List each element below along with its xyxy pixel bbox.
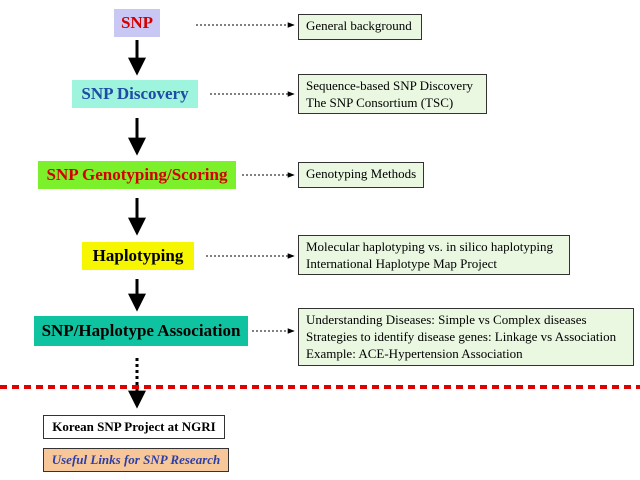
note-line: Strategies to identify disease genes: Li… (306, 329, 617, 344)
note-line: Genotyping Methods (306, 166, 417, 181)
note-genotyping-methods: Genotyping Methods (298, 162, 424, 188)
step-snp-haplotype-association: SNP/Haplotype Association (34, 316, 248, 346)
note-snp-discovery: Sequence-based SNP Discovery The SNP Con… (298, 74, 487, 114)
note-line: Example: ACE-Hypertension Association (306, 346, 523, 361)
step-haplotyping: Haplotyping (82, 242, 194, 270)
korean-snp-project-link[interactable]: Korean SNP Project at NGRI (43, 415, 225, 439)
note-line: The SNP Consortium (TSC) (306, 95, 454, 110)
note-line: Molecular haplotyping vs. in silico hapl… (306, 239, 553, 254)
note-line: International Haplotype Map Project (306, 256, 497, 271)
note-line: Understanding Diseases: Simple vs Comple… (306, 312, 587, 327)
note-general-background: General background (298, 14, 422, 40)
note-association: Understanding Diseases: Simple vs Comple… (298, 308, 634, 366)
note-line: General background (306, 18, 412, 33)
step-snp-genotyping: SNP Genotyping/Scoring (38, 161, 236, 189)
note-haplotyping: Molecular haplotyping vs. in silico hapl… (298, 235, 570, 275)
step-snp-discovery: SNP Discovery (72, 80, 198, 108)
useful-links-button[interactable]: Useful Links for SNP Research (43, 448, 229, 472)
step-snp: SNP (114, 9, 160, 37)
note-line: Sequence-based SNP Discovery (306, 78, 474, 93)
